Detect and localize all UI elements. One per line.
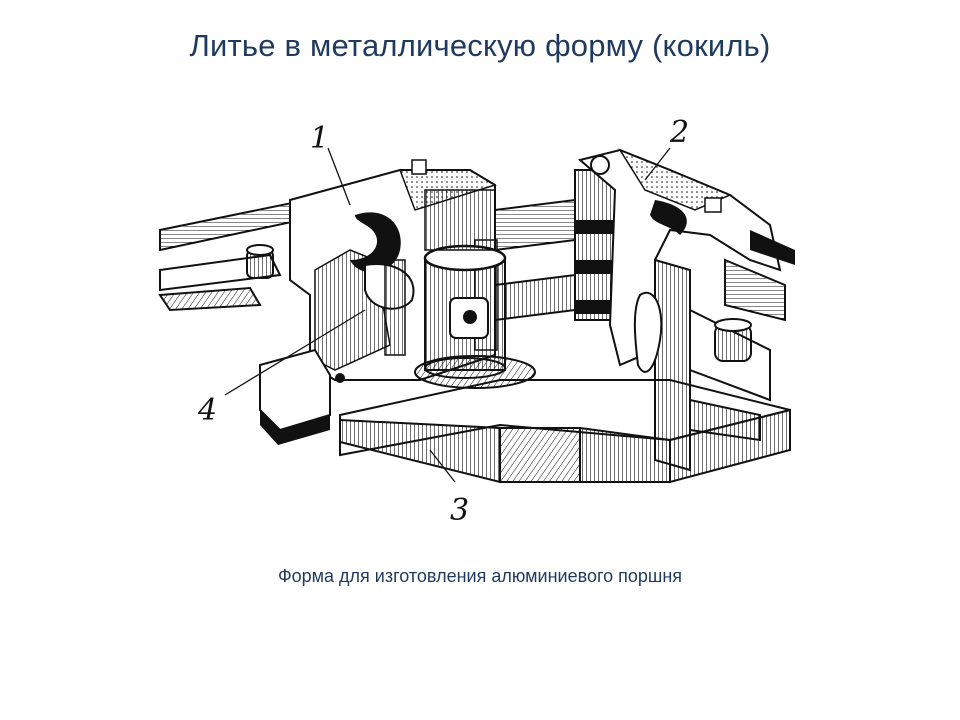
slide-title: Литье в металлическую форму (кокиль): [189, 28, 771, 63]
piston-core: [414, 189, 536, 389]
callout-2: 2: [669, 115, 689, 150]
callout-4: 4: [197, 393, 217, 428]
callout-3: 3: [450, 493, 469, 528]
mold-drawing: 1 2 3 4: [150, 110, 810, 540]
callout-1: 1: [310, 121, 329, 156]
figure-caption: Форма для изготовления алюминиевого порш…: [277, 566, 683, 586]
hinge-column: [494, 169, 616, 322]
leader-lines: [224, 147, 671, 483]
mold-drawing-svg: 1 2 3 4: [158, 115, 795, 528]
right-mold-half: [577, 148, 795, 472]
